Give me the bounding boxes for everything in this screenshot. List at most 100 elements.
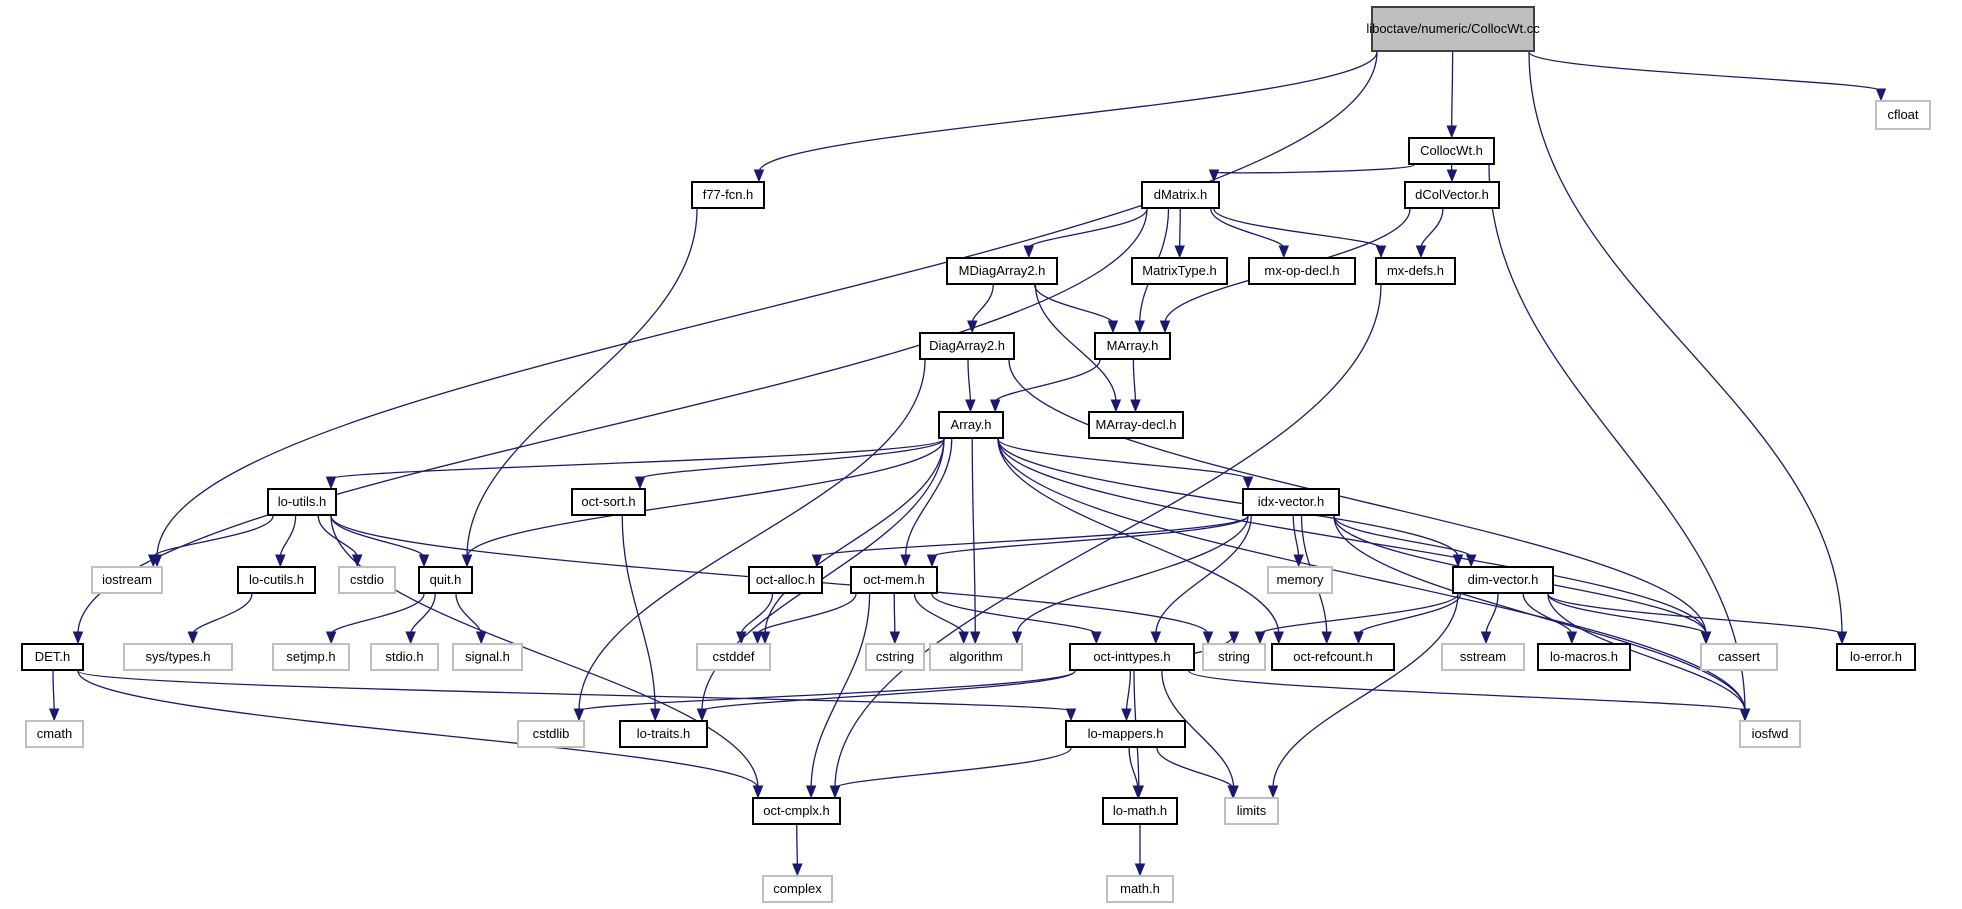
node-lo-traits-h[interactable]: lo-traits.h xyxy=(619,720,708,748)
node-iostream: iostream xyxy=(91,566,163,594)
edge-root-to-iostream xyxy=(156,51,1378,558)
node-label: memory xyxy=(1276,571,1324,587)
node-cstring: cstring xyxy=(865,643,925,671)
node-label: complex xyxy=(773,880,822,896)
arrowhead-MArray-to-MArraydecl xyxy=(1130,399,1141,413)
node-det-h[interactable]: DET.h xyxy=(21,643,84,671)
node-lo-error-h[interactable]: lo-error.h xyxy=(1836,643,1916,671)
arrowhead-locutils-to-systypes xyxy=(187,631,199,645)
arrowhead-loutils-to-iostream xyxy=(148,554,159,568)
node-root-file: liboctave/numeric/CollocWt.cc xyxy=(1366,6,1540,52)
arrowhead-dimvector-to-string xyxy=(1254,631,1266,645)
node-matrixtype-h[interactable]: MatrixType.h xyxy=(1131,257,1228,285)
node-mdiagarray2-h[interactable]: MDiagArray2.h xyxy=(946,257,1058,285)
node-label: cmath xyxy=(36,725,73,741)
node-collocwt-h[interactable]: CollocWt.h xyxy=(1408,137,1495,165)
arrowhead-Array-to-octmem xyxy=(900,554,911,568)
node-label: setjmp.h xyxy=(286,648,336,664)
node-cstdlib: cstdlib xyxy=(517,720,585,748)
edge-root-to-cfloat xyxy=(1528,51,1882,92)
node-marray-h[interactable]: MArray.h xyxy=(1094,332,1171,360)
node-label: lo-error.h xyxy=(1849,648,1903,664)
node-oct-inttypes-h[interactable]: oct-inttypes.h xyxy=(1069,643,1195,671)
node-diagarray2-h[interactable]: DiagArray2.h xyxy=(919,332,1015,360)
edge-dMatrix-to-mxdefs xyxy=(1213,208,1382,249)
node-dcolvector-h[interactable]: dColVector.h xyxy=(1404,181,1500,209)
edge-idxvector-to-octalloc xyxy=(816,515,1249,558)
arrowhead-MDiagArray2-to-MArraydecl xyxy=(1110,399,1122,413)
node-math-h: math.h xyxy=(1106,875,1174,903)
edge-octmem-to-cstring xyxy=(893,593,896,635)
node-f77-fcn-h[interactable]: f77-fcn.h xyxy=(691,181,765,209)
edge-Array-to-octsort xyxy=(639,438,945,480)
arrowhead-idxvector-to-octinttypes xyxy=(1150,631,1162,645)
edge-quit-to-setjmp xyxy=(330,593,425,635)
edge-dMatrix-to-MDiagArray2 xyxy=(1028,208,1148,249)
edge-idxvector-to-memory xyxy=(1292,515,1300,558)
edge-Array-to-octmem xyxy=(904,438,953,558)
node-label: dim-vector.h xyxy=(1467,571,1539,587)
node-label: lo-traits.h xyxy=(636,725,691,741)
node-lo-cutils-h[interactable]: lo-cutils.h xyxy=(237,566,316,594)
node-string: string xyxy=(1202,643,1266,671)
node-array-h[interactable]: Array.h xyxy=(938,411,1004,439)
node-quit-h[interactable]: quit.h xyxy=(418,566,473,594)
node-cstddef: cstddef xyxy=(696,643,771,671)
edge-Array-to-cassert xyxy=(997,438,1707,635)
arrowhead-Array-to-cstddef xyxy=(759,631,771,645)
node-label: mx-defs.h xyxy=(1386,262,1445,278)
node-lo-mappers-h[interactable]: lo-mappers.h xyxy=(1065,720,1186,748)
edge-dimvector-to-lomacros xyxy=(1522,593,1573,635)
node-label: cfloat xyxy=(1887,106,1919,122)
arrowhead-lomappers-to-lomath xyxy=(1132,785,1144,799)
edge-quit-to-stdio xyxy=(410,593,436,635)
edge-loutils-to-cstdio xyxy=(317,515,358,558)
arrowhead-dColVector-to-mxdefs xyxy=(1415,245,1427,259)
edge-MDiagArray2-to-MArray xyxy=(1033,284,1114,324)
node-idx-vector-h[interactable]: idx-vector.h xyxy=(1242,488,1340,516)
edge-Array-to-loutils xyxy=(330,438,945,480)
edge-Array-to-algorithm xyxy=(971,438,976,635)
node-oct-cmplx-h[interactable]: oct-cmplx.h xyxy=(752,797,841,825)
node-lo-math-h[interactable]: lo-math.h xyxy=(1102,797,1178,825)
node-dmatrix-h[interactable]: dMatrix.h xyxy=(1141,181,1220,209)
arrowhead-octinttypes-to-lotraits xyxy=(696,708,708,722)
node-mx-defs-h[interactable]: mx-defs.h xyxy=(1375,257,1456,285)
node-label: sstream xyxy=(1459,648,1507,664)
arrowhead-DET-to-cmath xyxy=(48,708,60,722)
arrowhead-octinttypes-to-string xyxy=(1228,631,1240,645)
edge-dColVector-to-mxdefs xyxy=(1420,208,1444,249)
node-dim-vector-h[interactable]: dim-vector.h xyxy=(1452,566,1554,594)
node-mx-op-decl-h[interactable]: mx-op-decl.h xyxy=(1248,257,1356,285)
arrowhead-dMatrix-to-mxopdecl xyxy=(1278,245,1290,259)
node-oct-alloc-h[interactable]: oct-alloc.h xyxy=(748,566,823,594)
edge-Array-to-cstddef xyxy=(764,438,945,635)
node-oct-sort-h[interactable]: oct-sort.h xyxy=(571,488,646,516)
edge-dimvector-to-limits xyxy=(1272,593,1459,789)
arrowhead-root-to-f77fcn xyxy=(753,169,765,183)
node-oct-mem-h[interactable]: oct-mem.h xyxy=(850,566,938,594)
node-lo-utils-h[interactable]: lo-utils.h xyxy=(267,488,337,516)
node-lo-macros-h[interactable]: lo-macros.h xyxy=(1537,643,1631,671)
edge-MDiagArray2-to-MArraydecl xyxy=(1034,284,1117,403)
node-marray-decl-h[interactable]: MArray-decl.h xyxy=(1088,411,1184,439)
edge-Array-to-quit xyxy=(466,438,945,558)
edge-lomappers-to-octcmplx xyxy=(834,747,1072,789)
arrowhead-CollocWt_h-to-dColVector xyxy=(1446,169,1458,183)
node-label: dMatrix.h xyxy=(1153,186,1208,202)
node-label: lo-math.h xyxy=(1112,802,1168,818)
node-label: mx-op-decl.h xyxy=(1264,262,1340,278)
arrowhead-quit-to-signal xyxy=(475,631,487,645)
arrowhead-Array-to-octsort xyxy=(634,476,646,490)
edge-octinttypes-to-cstdlib xyxy=(578,670,1076,712)
node-limits: limits xyxy=(1224,797,1279,825)
arrowhead-DiagArray2-to-Array xyxy=(965,399,976,413)
arrowhead-octcmplx-to-complex xyxy=(792,863,803,877)
edge-loutils-to-quit xyxy=(330,515,425,558)
node-complex: complex xyxy=(762,875,833,903)
node-sstream: sstream xyxy=(1441,643,1525,671)
node-oct-refcount-h[interactable]: oct-refcount.h xyxy=(1271,643,1395,671)
node-label: cstdio xyxy=(350,571,384,587)
edge-Array-to-octrefcount xyxy=(997,438,1280,635)
